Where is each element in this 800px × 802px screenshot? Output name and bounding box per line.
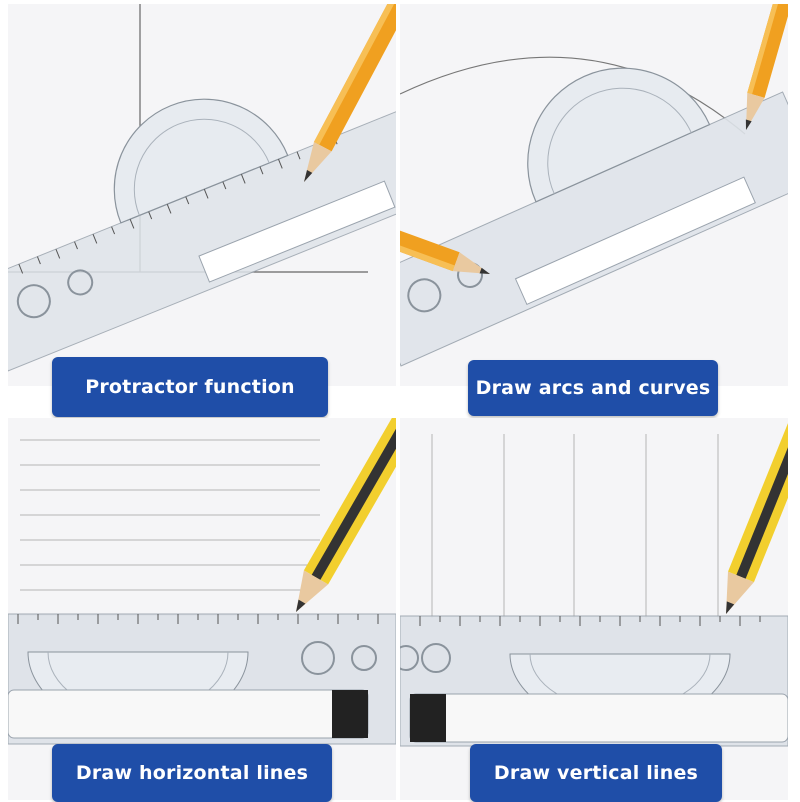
caption-arcs: Draw arcs and curves <box>468 360 718 416</box>
panel-vertical <box>400 418 788 800</box>
arcs-illustration <box>400 4 788 386</box>
horizontal-lines-illustration <box>8 418 396 800</box>
caption-horizontal: Draw horizontal lines <box>52 744 332 802</box>
panel-protractor <box>8 4 396 386</box>
panel-arcs <box>400 4 788 386</box>
panel-horizontal <box>8 418 396 800</box>
protractor-illustration <box>8 4 396 386</box>
caption-protractor: Protractor function <box>52 357 328 417</box>
caption-vertical: Draw vertical lines <box>470 744 722 802</box>
vertical-lines-illustration <box>400 418 788 800</box>
